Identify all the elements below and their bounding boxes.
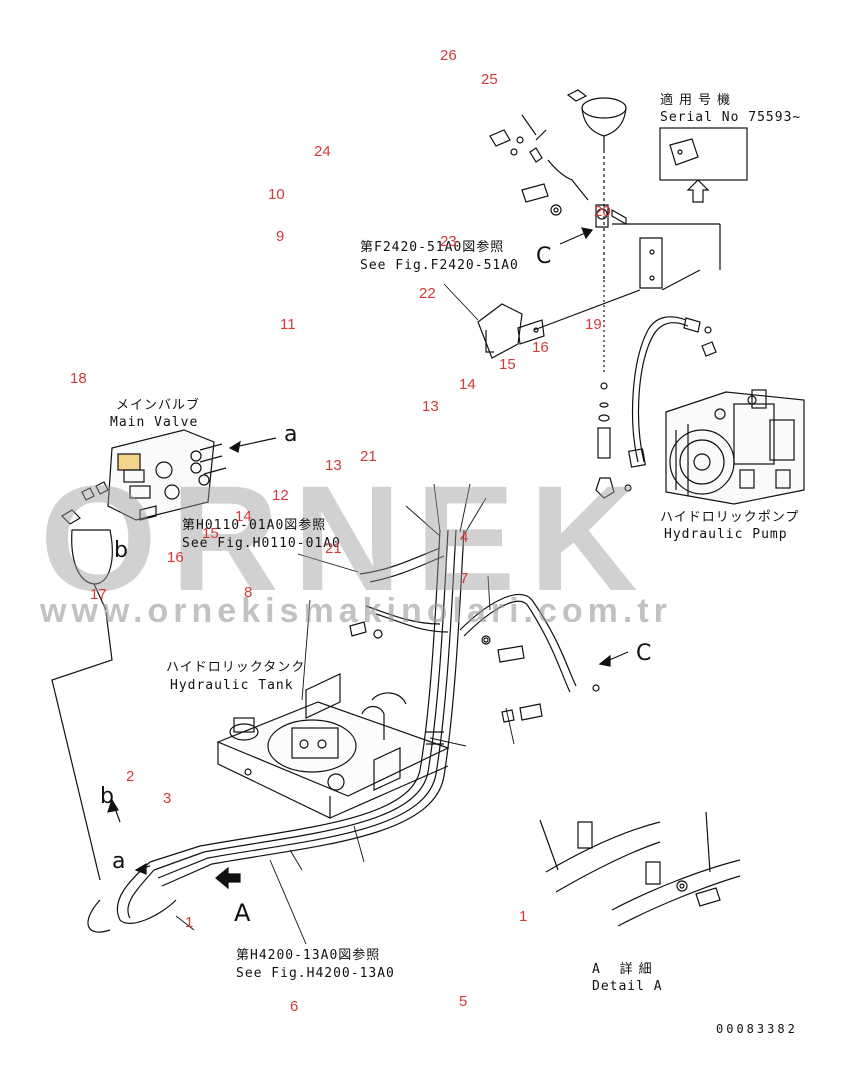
main-valve-drawing: [107, 429, 227, 521]
ref-h4200-en: See Fig.H4200-13A0: [236, 966, 395, 981]
part-number-15b: 15: [202, 525, 219, 542]
part-number-18: 18: [70, 370, 87, 387]
pump-label-en: Hydraulic Pump: [664, 527, 788, 542]
hose-bundle: [87, 529, 577, 933]
serial-label-jp: 適用号機: [660, 93, 737, 108]
watermark-site: www.ornekismakinolari.com.tr: [40, 592, 672, 630]
part-number-24: 24: [314, 143, 331, 160]
part-number-8: 8: [244, 584, 253, 601]
part-number-4: 4: [460, 529, 469, 546]
pilot-line: [51, 611, 113, 881]
ref-h0110-en: See Fig.H0110-01A0: [182, 536, 341, 551]
detail-a-jp: A 詳細: [592, 962, 658, 977]
part-number-2: 2: [126, 768, 135, 785]
view-letter-c-top: C: [536, 244, 552, 269]
ref-h4200-jp: 第H4200-13A0図参照: [236, 948, 381, 963]
pump-hose: [628, 316, 717, 468]
part-number-3: 3: [163, 790, 172, 807]
detail-a-drawing: [539, 811, 741, 927]
hydraulic-pump-drawing: [665, 389, 805, 505]
leader-lines: [175, 283, 515, 945]
part-number-13b: 13: [325, 457, 342, 474]
ref-f2420-jp: 第F2420-51A0図参照: [360, 240, 505, 255]
watermark-brand: ORNEK: [40, 454, 652, 622]
part-number-15a: 15: [499, 356, 516, 373]
part-number-10: 10: [268, 186, 285, 203]
part-number-14a: 14: [459, 376, 476, 393]
part-number-16b: 16: [167, 549, 184, 566]
drawing-number: 00083382: [716, 1022, 798, 1036]
bracket-15: [477, 303, 545, 359]
main-valve-label-jp: メインバルブ: [116, 398, 201, 413]
part-number-5: 5: [459, 993, 468, 1010]
part-number-12: 12: [272, 487, 289, 504]
part-number-16a: 16: [532, 339, 549, 356]
view-letter-a-lower: a: [112, 849, 126, 874]
part-number-20: 20: [594, 203, 611, 220]
part-number-23: 23: [440, 233, 457, 250]
part-number-1a: 1: [185, 914, 194, 931]
view-letter-b-valve: b: [114, 538, 128, 563]
main-valve-label-en: Main Valve: [110, 415, 199, 430]
bracket-inset: [533, 223, 721, 331]
detail-a-en: Detail A: [592, 979, 663, 994]
bolts-mid: [349, 621, 600, 723]
part-number-26: 26: [440, 47, 457, 64]
part-number-13a: 13: [422, 398, 439, 415]
accumulator-drawing: [566, 89, 627, 280]
serial-label-en: Serial No 75593~: [660, 110, 802, 125]
tank-label-en: Hydraulic Tank: [170, 678, 294, 693]
view-arrows: [107, 227, 629, 890]
part-number-21b: 21: [325, 540, 342, 557]
part-number-1b: 1: [519, 908, 528, 925]
view-letter-b-lower: b: [100, 784, 114, 809]
part-number-25: 25: [481, 71, 498, 88]
serial-bracket-box: [659, 127, 748, 203]
part-number-19: 19: [585, 316, 602, 333]
part-number-17: 17: [90, 586, 107, 603]
part-number-6: 6: [290, 998, 299, 1015]
tank-label-jp: ハイドロリックタンク: [166, 660, 306, 675]
part-number-22: 22: [419, 285, 436, 302]
view-letter-A: A: [234, 899, 251, 927]
part-number-11: 11: [280, 316, 296, 333]
ref-h0110-jp: 第H0110-01A0図参照: [182, 518, 327, 533]
fitting-stack: [595, 280, 632, 499]
ref-f2420-en: See Fig.F2420-51A0: [360, 258, 519, 273]
view-letter-a-valve: a: [284, 422, 298, 447]
part-number-21a: 21: [360, 448, 377, 465]
part-number-14b: 14: [235, 508, 252, 525]
view-letter-c-mid: C: [636, 641, 652, 666]
part-number-9: 9: [276, 228, 285, 245]
part-number-7: 7: [460, 570, 469, 587]
filter-17: [61, 481, 113, 611]
pump-label-jp: ハイドロリックポンプ: [660, 510, 800, 525]
bolts-top: [489, 114, 589, 216]
